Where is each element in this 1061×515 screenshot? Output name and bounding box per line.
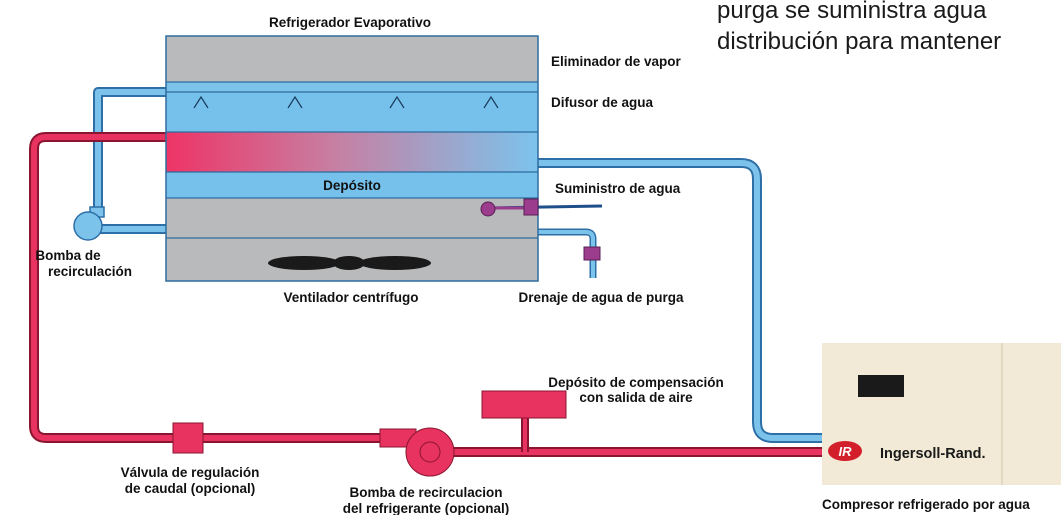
water-supply-valve [480,198,603,217]
expansion-tank-icon [481,390,567,419]
ingersoll-rand-logo: IR Ingersoll-Rand. [828,441,986,462]
hot-coolant-pipes [29,132,830,457]
spray-nozzle-icons [193,95,499,109]
compressor-unit: IR Ingersoll-Rand. [822,343,1061,485]
control-panel-display [858,375,904,397]
label-coolant-pump-line2: del refrigerante (opcional) [343,501,510,515]
recirculation-pump-icon [73,206,105,241]
label-valve-line1: Válvula de regulación [121,465,260,480]
label-evaporative-cooler: Refrigerador Evaporativo [269,15,431,30]
cold-water-pipes [93,87,830,443]
label-pump-line2: recirculación [48,264,132,279]
evaporative-cooler [165,35,539,282]
label-water-diffuser: Difusor de agua [551,95,654,110]
label-water-supply: Suministro de agua [555,181,681,196]
fan-icon [268,256,431,270]
label-reservoir: Depósito [323,178,381,193]
label-fan: Ventilador centrífugo [283,290,418,305]
label-tank-line1: Depósito de compensación [548,375,724,390]
label-coolant-pump-line1: Bomba de recirculacion [349,485,502,500]
label-compressor: Compresor refrigerado por agua [822,497,1030,512]
label-pump-line1: Bomba de [35,248,101,263]
brand-name: Ingersoll-Rand. [880,446,986,462]
label-tank-line2: con salida de aire [579,390,693,405]
coolant-pump-icon [379,427,455,477]
label-drain: Drenaje de agua de purga [518,290,684,305]
drain-valve-icon [583,246,601,261]
logo-mark: IR [839,444,853,459]
header-text-line1: purga se suministra agua [717,0,987,24]
header-text-line2: distribución para mantener [717,28,1001,55]
label-valve-line2: de caudal (opcional) [125,481,256,496]
label-vapor-eliminator: Eliminador de vapor [551,54,682,69]
flow-valve-icon [172,422,204,454]
